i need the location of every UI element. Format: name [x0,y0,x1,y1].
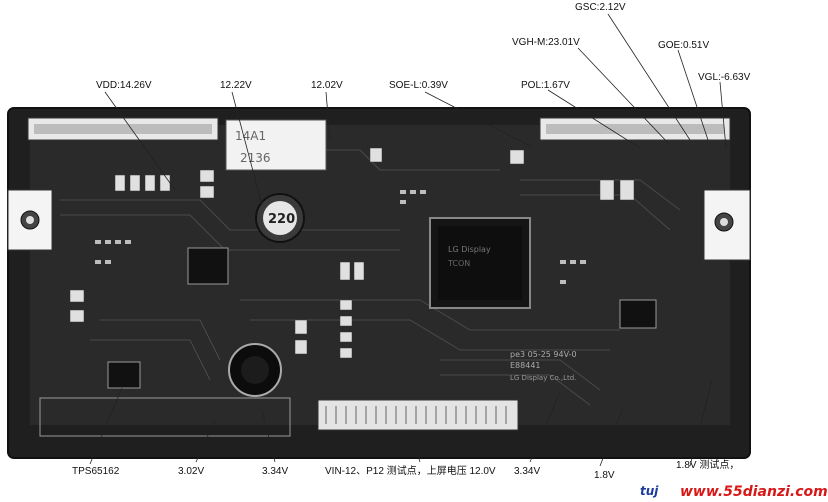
label-12-02v: 12.02V [311,80,343,91]
smd-small-parts [95,190,586,284]
regulator-chip [619,299,657,329]
label-3-02v: 3.02V [178,466,205,477]
svg-text:2136: 2136 [240,151,271,165]
leader-vin [409,429,421,463]
leader-lines [89,13,727,467]
svg-text:LG Display: LG Display [448,245,491,254]
sticker [225,119,327,171]
label-3-34v-right: 3.34V [514,466,541,477]
ul-mark: pe3 05-25 94V-0 [510,350,577,359]
leader-1222 [231,91,263,206]
label-pol: POL:1.67V [521,80,570,91]
leader-partial [689,379,713,467]
svg-text:TCON: TCON [447,259,470,268]
label-1-8v-test-point: 1.8V 测试点， [676,460,740,471]
tps65162-chip [107,361,141,389]
label-vgh-m: VGH-M:23.01V [512,37,580,48]
leader-gsc [607,13,691,141]
pcb-photo-illustration: 14A1 2136 220 LG Display TCON [7,13,751,467]
leader-1202 [325,91,331,141]
leader-goe [677,49,709,141]
tcon-board-diagram: 14A1 2136 220 LG Display TCON [7,2,828,500]
label-gsc: GSC:2.12V [575,2,626,13]
label-vdd: VDD:14.26V [96,80,152,91]
code-mark: E88441 [510,361,541,370]
label-1-8v: 1.8V [594,470,615,481]
label-soe-l: SOE-L:0.39V [389,80,448,91]
leader-334a [261,409,276,463]
company-mark: LG Display Co.,Ltd. [510,374,576,382]
leader-302 [195,419,216,463]
bottom-bracket [39,397,291,437]
leader-vghm [577,47,671,146]
bottom-connector [317,399,519,431]
label-3-34v-left: 3.34V [262,466,289,477]
pmic-chip [187,247,229,285]
label-goe: GOE:0.51V [658,40,710,51]
leader-334b [529,391,561,463]
svg-text:220: 220 [268,212,295,227]
label-vgl: VGL:-6.63V [698,72,751,83]
label-12-22v: 12.22V [220,80,252,91]
svg-text:14A1: 14A1 [235,129,266,143]
label-vin-p12: VIN-12、P12 测试点，上屏电压 12.0V [325,466,496,477]
leader-vgl [719,81,727,149]
leader-pol [547,89,641,149]
watermark-logo: tuj [640,484,659,498]
label-tps65162: TPS65162 [72,466,120,477]
watermark-site: www.55dianzi.com [680,484,828,500]
leader-18 [599,409,623,467]
leader-soel [424,91,531,147]
smd-components [69,147,635,359]
leader-vdd [104,91,176,191]
leader-tps [89,387,123,465]
